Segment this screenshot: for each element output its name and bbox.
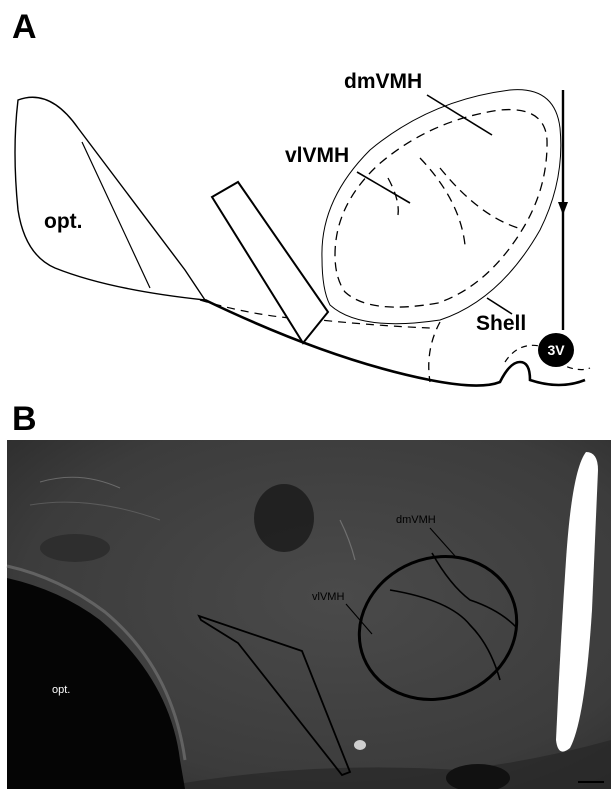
opt-label-b: opt.: [52, 684, 70, 696]
dmvmh-label-b: dmVMH: [396, 514, 436, 526]
panel-b-letter: B: [12, 400, 37, 438]
panel-a-letter: A: [12, 8, 37, 46]
vlvmh-label: vlVMH: [285, 144, 349, 167]
vlvmh-label-b: vlVMH: [312, 591, 344, 603]
opt-label: opt.: [44, 210, 82, 233]
vlvmh-leader-line: [357, 172, 410, 203]
panel-b: B dmVMH vlVMH opt.: [7, 400, 611, 789]
bright-spot: [354, 740, 366, 750]
dark-nucleus-blob: [254, 484, 314, 552]
shell-dashed-boundary: [429, 322, 440, 382]
third-ventricle-label: 3V: [547, 342, 565, 358]
vmh-shell-outline: [322, 90, 561, 324]
panel-a: A 3V opt. dmVMH vlVMH Shel: [12, 8, 590, 386]
dark-blob-left: [40, 534, 110, 562]
vmh-nucleus-outline: [335, 110, 547, 308]
section-ventral-edge: [205, 300, 585, 386]
vmh-subdivision-line-2: [440, 168, 518, 228]
optic-tract-outline: [15, 97, 205, 300]
knife-cut-rectangle: [212, 182, 328, 343]
dmvmh-label: dmVMH: [344, 70, 422, 93]
vmh-subdivision-line-3: [388, 178, 398, 215]
midline-arrow-head: [558, 202, 568, 215]
shell-label: Shell: [476, 312, 526, 335]
